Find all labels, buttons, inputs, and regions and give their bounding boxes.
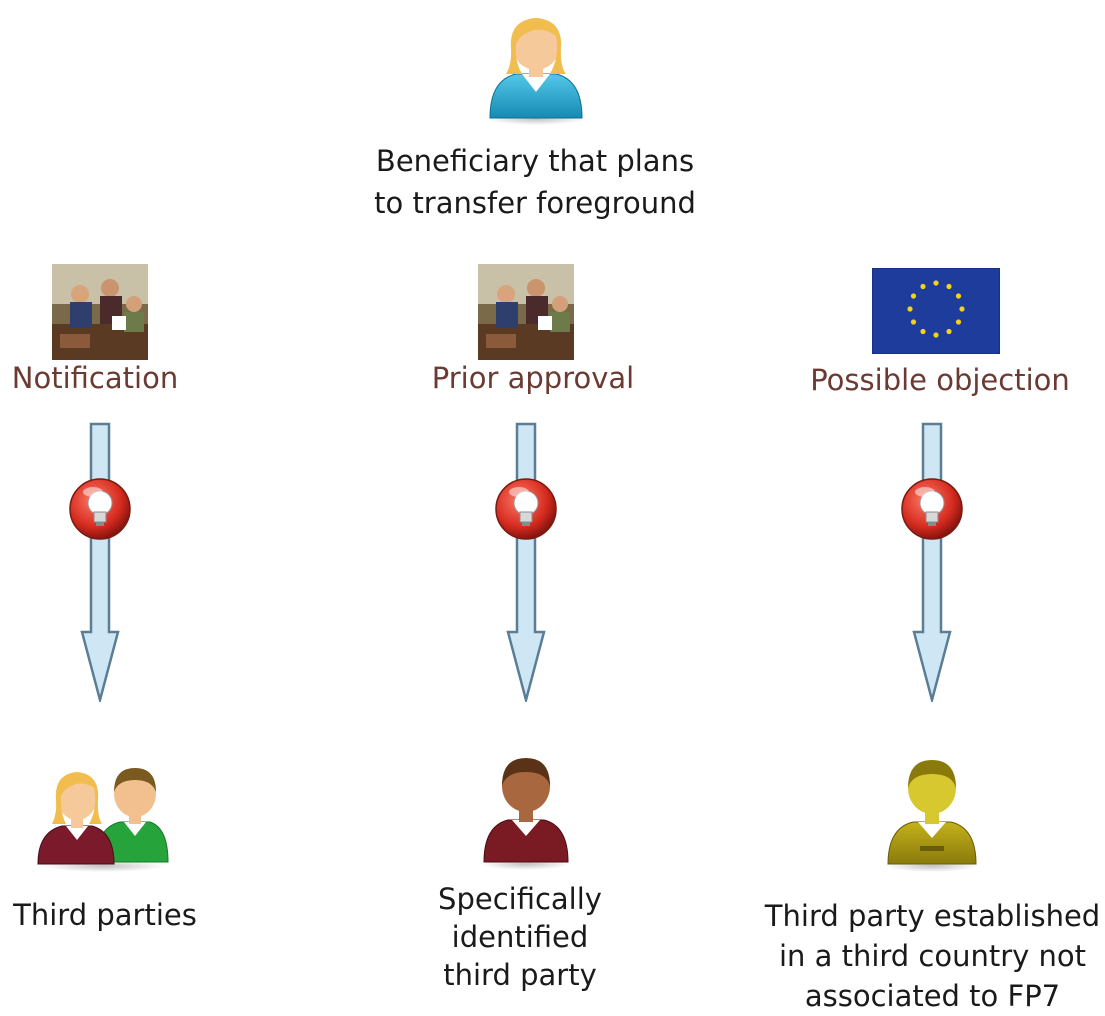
beneficiary-node: Beneficiary that plans to transfer foreg… xyxy=(0,0,1105,230)
beneficiary-text: Beneficiary that plans to transfer foreg… xyxy=(374,144,696,220)
down-arrow-icon xyxy=(506,422,546,702)
meeting-photo-icon xyxy=(52,264,148,360)
group-people-icon xyxy=(34,750,170,876)
lightbulb-badge-icon xyxy=(67,476,133,542)
lightbulb-badge-icon xyxy=(493,476,559,542)
down-arrow-icon xyxy=(80,422,120,702)
third-country-text: Third party established in a third count… xyxy=(764,899,1101,1013)
down-arrow-icon xyxy=(912,422,952,702)
single-person-icon xyxy=(476,750,576,872)
column-notification: Notification xyxy=(0,250,200,1000)
notification-label: Notification xyxy=(11,361,179,395)
specifically-identified-text: Specifically identified third party xyxy=(438,882,602,992)
single-person-icon xyxy=(880,750,984,874)
column-possible-objection: Possible objection xyxy=(760,250,1105,1013)
meeting-photo-icon xyxy=(478,264,574,360)
prior-approval-label: Prior approval xyxy=(431,361,635,395)
beneficiary-person-icon xyxy=(476,8,596,126)
lightbulb-badge-icon xyxy=(899,476,965,542)
possible-objection-label: Possible objection xyxy=(810,363,1070,397)
third-parties-text: Third parties xyxy=(13,898,197,932)
column-prior-approval: Prior approval xyxy=(400,250,670,1000)
eu-flag-icon xyxy=(872,268,1000,354)
